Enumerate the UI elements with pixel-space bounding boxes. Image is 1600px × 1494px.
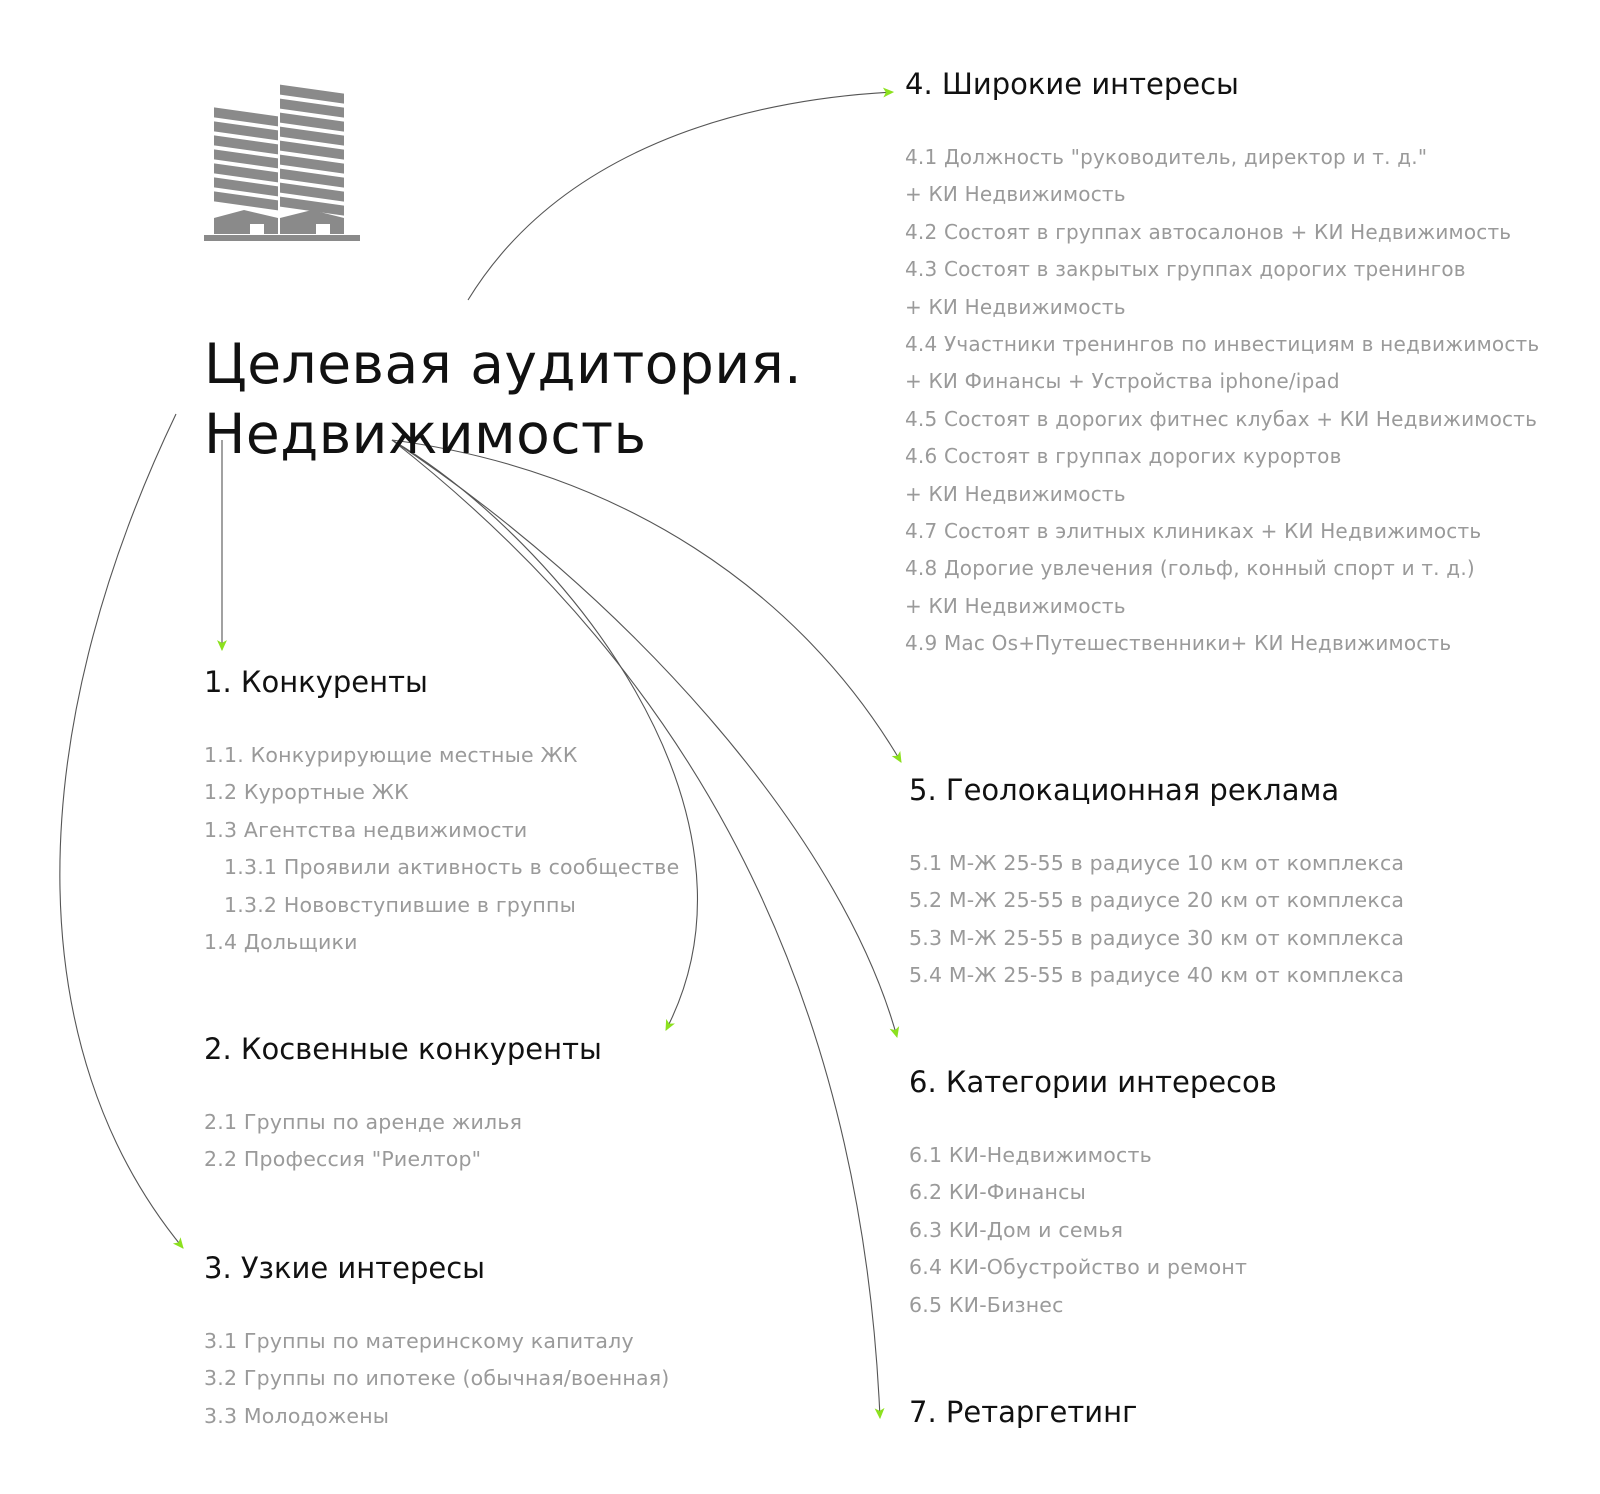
- list-item: 1.1. Конкурирующие местные ЖК: [204, 743, 578, 767]
- list-item: 6.5 КИ-Бизнес: [909, 1292, 1064, 1317]
- list-item: 4.2 Состоят в группах автосалонов + КИ Н…: [905, 219, 1512, 244]
- section-title-broad-interests: 4. Широкие интересы: [905, 67, 1239, 101]
- list-item: 2.1 Группы по аренде жилья: [204, 1110, 523, 1134]
- list-item: 3.1 Группы по материнскому капиталу: [204, 1329, 634, 1353]
- list-item: + КИ Финансы + Устройства iphone/ipad: [905, 369, 1340, 394]
- list-item: 3.2 Группы по ипотеке (обычная/военная): [204, 1366, 670, 1391]
- list-item: 4.6 Состоят в группах дорогих курортов: [905, 444, 1342, 469]
- list-item: 4.8 Дорогие увлечения (гольф, конный спо…: [905, 556, 1475, 581]
- section-broad-interests: 4. Широкие интересы 4.1 Должность "руков…: [905, 66, 1539, 663]
- arrow-to-broad-interests: [467, 87, 895, 301]
- list-item: 6.2 КИ-Финансы: [909, 1180, 1086, 1205]
- list-item: 4.5 Состоят в дорогих фитнес клубах + КИ…: [905, 406, 1538, 431]
- list-item: 1.3 Агентства недвижимости: [204, 817, 528, 842]
- section-indirect-competitors: 2. Косвенные конкуренты 2.1 Группы по ар…: [204, 1031, 602, 1179]
- section-title-geo-ads: 5. Геолокационная реклама: [909, 773, 1340, 807]
- list-item: 1.2 Курортные ЖК: [204, 780, 409, 805]
- list-item: + КИ Недвижимость: [905, 481, 1126, 506]
- arrow-to-geo-ads: [391, 439, 902, 763]
- page-title: Целевая аудитория. Недвижимость: [204, 329, 802, 469]
- section-competitors: 1. Конкуренты 1.1. Конкурирующие местные…: [204, 664, 679, 961]
- section-geo-ads: 5. Геолокационная реклама 5.1 М-Ж 25-55 …: [909, 772, 1404, 995]
- section-items-narrow-interests: 3.1 Группы по материнскому капиталу 3.2 …: [204, 1323, 670, 1435]
- section-retargeting: 7. Ретаргетинг: [909, 1394, 1137, 1430]
- arrow-to-retargeting: [391, 439, 885, 1420]
- list-item: 4.9 Mac Os+Путешественники+ КИ Недвижимо…: [905, 631, 1452, 656]
- section-items-interest-categories: 6.1 КИ-Недвижимость 6.2 КИ-Финансы 6.3 К…: [909, 1137, 1277, 1324]
- section-items-geo-ads: 5.1 М-Ж 25-55 в радиусе 10 км от комплек…: [909, 845, 1404, 995]
- list-item: + КИ Недвижимость: [905, 593, 1126, 618]
- arrow-to-narrow-interests: [59, 413, 184, 1249]
- list-item: 4.4 Участники тренингов по инвестициям в…: [905, 332, 1540, 357]
- list-item: 6.1 КИ-Недвижимость: [909, 1143, 1152, 1167]
- section-items-broad-interests: 4.1 Должность "руководитель, директор и …: [905, 139, 1539, 663]
- list-item: 4.1 Должность "руководитель, директор и …: [905, 145, 1428, 169]
- list-item: 5.2 М-Ж 25-55 в радиусе 20 км от комплек…: [909, 888, 1405, 913]
- list-item: 6.3 КИ-Дом и семья: [909, 1217, 1124, 1242]
- list-item: 4.3 Состоят в закрытых группах дорогих т…: [905, 257, 1466, 282]
- list-item: 5.1 М-Ж 25-55 в радиусе 10 км от комплек…: [909, 851, 1405, 875]
- section-title-interest-categories: 6. Категории интересов: [909, 1065, 1277, 1099]
- list-item: 4.7 Состоят в элитных клиниках + КИ Недв…: [905, 519, 1482, 544]
- list-item: 2.2 Профессия "Риелтор": [204, 1147, 482, 1172]
- list-item: 5.4 М-Ж 25-55 в радиусе 40 км от комплек…: [909, 963, 1405, 988]
- list-item: 1.3.2 Нововступившие в группы: [224, 892, 577, 917]
- section-title-retargeting: 7. Ретаргетинг: [909, 1395, 1138, 1429]
- section-title-competitors: 1. Конкуренты: [204, 665, 428, 699]
- section-title-indirect-competitors: 2. Косвенные конкуренты: [204, 1032, 602, 1066]
- building-icon: [204, 84, 360, 241]
- list-item: 1.3.1 Проявили активность в сообществе: [224, 855, 680, 880]
- list-item: 1.4 Дольщики: [204, 930, 358, 955]
- arrow-to-interest-categories: [391, 439, 900, 1039]
- page-title-line1: Целевая аудитория.: [204, 331, 803, 396]
- section-title-narrow-interests: 3. Узкие интересы: [204, 1251, 486, 1285]
- list-item: 5.3 М-Ж 25-55 в радиусе 30 км от комплек…: [909, 925, 1405, 950]
- section-items-competitors: 1.1. Конкурирующие местные ЖК 1.2 Курорт…: [204, 737, 679, 961]
- section-interest-categories: 6. Категории интересов 6.1 КИ-Недвижимос…: [909, 1064, 1277, 1324]
- list-item: + КИ Недвижимость: [905, 294, 1126, 319]
- list-item: 3.3 Молодожены: [204, 1403, 390, 1428]
- list-item: + КИ Недвижимость: [905, 182, 1126, 207]
- list-item: 6.4 КИ-Обустройство и ремонт: [909, 1255, 1248, 1280]
- section-items-indirect-competitors: 2.1 Группы по аренде жилья 2.2 Профессия…: [204, 1104, 602, 1179]
- section-narrow-interests: 3. Узкие интересы 3.1 Группы по материнс…: [204, 1250, 670, 1435]
- page-title-line2: Недвижимость: [204, 401, 647, 466]
